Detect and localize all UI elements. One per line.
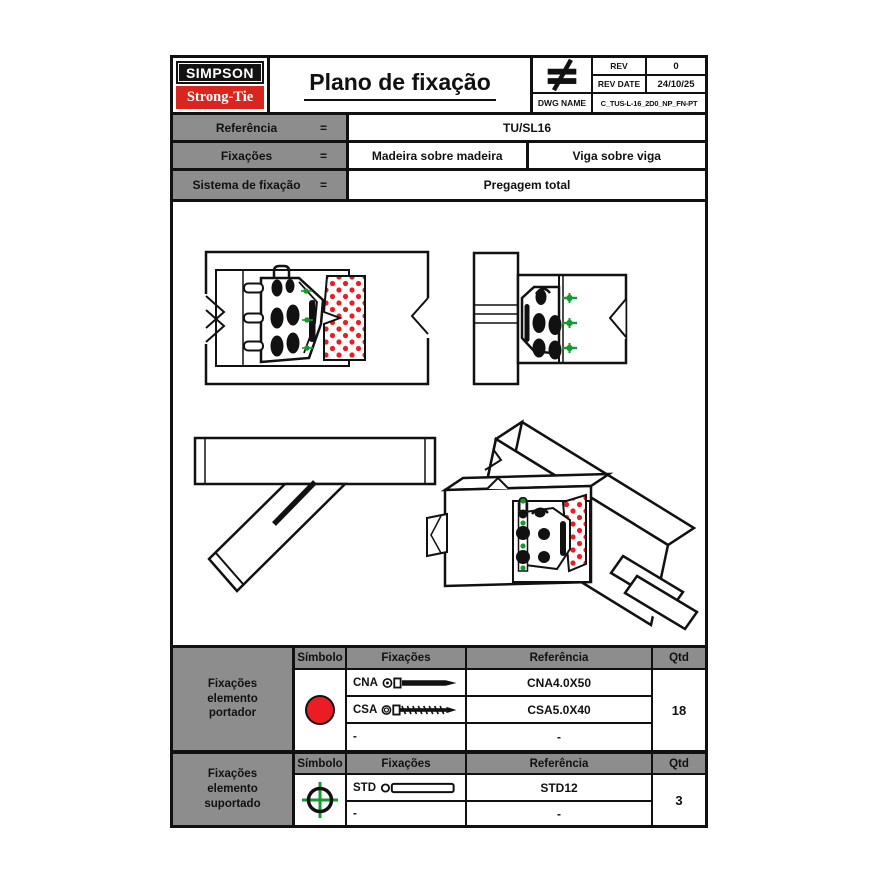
green-crosshair-icon	[302, 782, 338, 818]
rev-date-row: REV DATE 24/10/25	[593, 76, 705, 92]
fixings-value-type: Viga sobre viga	[572, 148, 661, 163]
rev-row: REV 0	[593, 58, 705, 76]
rev-label: REV	[593, 58, 647, 74]
fixings-value-material: Madeira sobre madeira	[349, 143, 529, 168]
dwg-name-row: DWG NAME C_TUS-L-16_2D0_NP_FN-PT	[533, 92, 705, 112]
col-header-qty: Qtd	[653, 754, 705, 775]
fixing-ref-empty: -	[467, 802, 653, 825]
rev-date-value: 24/10/25	[657, 78, 695, 90]
reference-row: Referência = TU/SL16	[173, 115, 705, 143]
carrier-qty: 18	[671, 702, 687, 718]
page-title: Plano de fixação	[304, 69, 496, 101]
title-block: SIMPSON Strong-Tie Plano de fixação	[170, 55, 708, 115]
wood-screw-icon	[381, 704, 457, 715]
fixing-row-csa: CSA	[347, 697, 467, 724]
title-cell: Plano de fixação	[270, 58, 533, 112]
dwg-name-value: C_TUS-L-16_2D0_NP_FN-PT	[600, 98, 698, 108]
carrier-group-label: Fixações elemento portador	[173, 648, 295, 750]
supported-symbol-cell	[295, 775, 347, 825]
fixing-row-empty: -	[347, 724, 467, 750]
col-header-reference: Referência	[467, 648, 653, 670]
fixing-ref-std: STD12	[467, 775, 653, 802]
system-row: Sistema de fixação = Pregagem total	[173, 171, 705, 199]
fixing-code: CNA	[353, 676, 378, 689]
dowel-icon	[380, 782, 455, 793]
reference-label: Referência	[215, 120, 278, 135]
supported-qty: 3	[675, 792, 683, 808]
col-header-fixings: Fixações	[347, 648, 467, 670]
equals-sign: =	[320, 120, 328, 135]
system-value: Pregagem total	[483, 178, 571, 192]
plan-view	[193, 436, 437, 593]
dwg-name-label: DWG NAME	[533, 94, 593, 112]
fixing-row-empty: -	[347, 802, 467, 825]
std-fastener-markers	[562, 293, 577, 353]
reference-value: TU/SL16	[502, 120, 551, 135]
rev-value: 0	[673, 60, 679, 72]
brand-logo: SIMPSON Strong-Tie	[173, 58, 270, 112]
col-header-symbol: Símbolo	[295, 754, 347, 775]
drawing-sheet: SIMPSON Strong-Tie Plano de fixação	[170, 55, 708, 828]
fixing-code: CSA	[353, 703, 378, 716]
supported-fixings-table: Fixações elemento suportado Símbolo Fixa…	[170, 750, 708, 828]
side-view	[472, 251, 628, 386]
fixings-row: Fixações = Madeira sobre madeira Viga sob…	[173, 143, 705, 171]
equals-sign: =	[320, 148, 328, 163]
brand-top-label: SIMPSON	[176, 61, 264, 84]
technical-drawing	[193, 250, 705, 645]
equals-sign: =	[320, 178, 328, 192]
rev-date-label: REV DATE	[593, 76, 647, 92]
fixing-row-std: STD	[347, 775, 467, 802]
fixing-code: STD	[353, 781, 376, 794]
col-header-symbol: Símbolo	[295, 648, 347, 670]
nail-icon	[382, 677, 457, 688]
drawing-area	[170, 202, 708, 648]
fixings-label: Fixações	[220, 148, 273, 163]
supported-group-label: Fixações elemento suportado	[173, 754, 295, 825]
brand-bottom-label: Strong-Tie	[176, 86, 264, 109]
reference-table: Referência = TU/SL16 Fixações = Madeira so…	[170, 115, 708, 202]
carrier-fixings-table: Fixações elemento portador Símbolo Fixaç…	[170, 648, 708, 750]
system-label: Sistema de fixação	[192, 178, 301, 192]
fixing-ref-empty: -	[467, 724, 653, 750]
revision-block: REV 0 REV DATE 24/10/25 DWG NAME C_TUS-L…	[533, 58, 705, 112]
carrier-symbol-cell	[295, 670, 347, 750]
front-view	[202, 250, 430, 386]
fixing-ref-csa: CSA5.0X40	[467, 697, 653, 724]
red-circle-symbol	[305, 695, 335, 725]
fixing-row-cna: CNA	[347, 670, 467, 697]
col-header-reference: Referência	[467, 754, 653, 775]
isometric-view	[426, 419, 705, 645]
col-header-fixings: Fixações	[347, 754, 467, 775]
not-equal-icon	[533, 58, 593, 92]
col-header-qty: Qtd	[653, 648, 705, 670]
fixing-ref-cna: CNA4.0X50	[467, 670, 653, 697]
